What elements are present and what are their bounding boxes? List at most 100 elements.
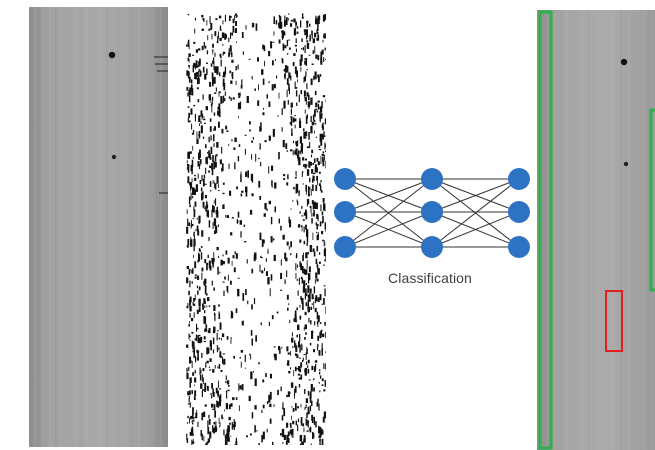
binary-speck	[202, 116, 205, 118]
binary-speck	[213, 57, 215, 61]
binary-speck	[214, 181, 215, 188]
binary-speck	[221, 32, 225, 39]
binary-speck	[242, 320, 244, 326]
binary-speck	[306, 20, 309, 28]
binary-speck	[215, 421, 217, 425]
binary-speck	[230, 97, 232, 101]
binary-speck	[230, 80, 233, 84]
binary-speck	[258, 443, 260, 445]
binary-speck	[216, 66, 219, 75]
binary-speck	[295, 186, 298, 194]
binary-speck	[306, 348, 308, 355]
binary-speck	[238, 405, 240, 412]
binary-speck	[320, 114, 323, 119]
binary-speck	[301, 359, 303, 362]
binary-speck	[317, 181, 318, 186]
binary-speck	[306, 198, 308, 207]
binary-speck	[215, 209, 218, 215]
network-node-layer-3	[508, 201, 530, 223]
binary-speck	[257, 100, 260, 106]
binary-speck	[303, 226, 305, 233]
binary-speck	[311, 218, 313, 224]
binary-speck	[186, 344, 189, 348]
binary-speck	[212, 369, 215, 373]
binary-speck	[214, 410, 216, 418]
binary-speck	[219, 422, 221, 427]
binary-speck	[218, 417, 220, 424]
binary-speck	[308, 308, 309, 313]
binary-speck	[189, 382, 191, 388]
binary-speck	[309, 205, 311, 208]
binary-speck	[289, 319, 291, 323]
binary-speck	[273, 254, 276, 261]
binary-speck	[272, 60, 274, 66]
binary-speck	[217, 401, 220, 404]
binary-speck	[313, 387, 315, 392]
binary-speck	[262, 112, 265, 116]
binary-speck	[316, 245, 319, 252]
binary-speck	[197, 77, 200, 84]
binary-speck	[301, 299, 303, 302]
binary-speck	[201, 267, 204, 272]
binary-speck	[203, 298, 206, 304]
binary-speck	[188, 112, 190, 118]
binary-speck	[214, 365, 216, 369]
binary-speck	[272, 238, 275, 241]
binary-speck	[272, 41, 275, 43]
binary-speck	[231, 139, 233, 142]
binary-speck	[191, 79, 193, 84]
binary-speck	[299, 261, 301, 268]
binary-speck	[303, 128, 305, 132]
binary-speck	[201, 14, 204, 18]
binary-speck	[260, 161, 262, 167]
binary-speck	[188, 403, 190, 405]
binary-speck	[290, 208, 292, 210]
binary-speck	[295, 420, 297, 426]
binary-speck	[324, 380, 326, 387]
binary-speck	[303, 164, 306, 167]
binary-speck	[315, 258, 318, 264]
binary-speck	[286, 89, 288, 98]
binary-speck	[261, 69, 264, 75]
network-edge	[344, 211, 433, 248]
binary-speck	[241, 384, 244, 391]
binary-speck	[200, 125, 203, 134]
binary-speck	[247, 300, 249, 305]
binary-speck	[196, 327, 199, 330]
binary-speck	[314, 201, 316, 209]
binary-speck	[304, 293, 306, 300]
binary-speck	[305, 332, 307, 335]
binary-speck	[193, 235, 195, 241]
binary-speck	[211, 99, 213, 105]
binary-speck	[317, 315, 320, 322]
binary-speck	[299, 239, 302, 243]
binary-speck	[259, 127, 262, 132]
binary-speck	[211, 72, 214, 80]
binary-speck	[192, 438, 194, 443]
binary-speck	[194, 201, 197, 207]
binary-speck	[246, 259, 248, 264]
binary-speck	[208, 220, 211, 228]
binary-speck	[282, 43, 285, 51]
binary-speck	[228, 404, 231, 410]
binary-speck	[262, 78, 265, 85]
binary-speck	[321, 113, 323, 116]
binary-speck	[193, 298, 195, 302]
binary-speck	[217, 366, 219, 369]
binary-speck	[306, 36, 308, 40]
binary-speck	[299, 357, 301, 359]
binary-speck	[310, 97, 313, 105]
binary-speck	[240, 361, 242, 368]
binary-speck	[269, 418, 272, 424]
binary-speck	[210, 103, 212, 107]
binary-speck	[295, 38, 297, 44]
binary-speck	[289, 47, 291, 50]
binary-speck	[305, 302, 308, 307]
binary-speck	[188, 196, 191, 205]
binary-speck	[280, 272, 283, 280]
binary-speck	[192, 301, 194, 305]
binary-speck	[268, 101, 271, 107]
binary-speck	[295, 403, 297, 411]
binary-speck	[268, 321, 270, 326]
